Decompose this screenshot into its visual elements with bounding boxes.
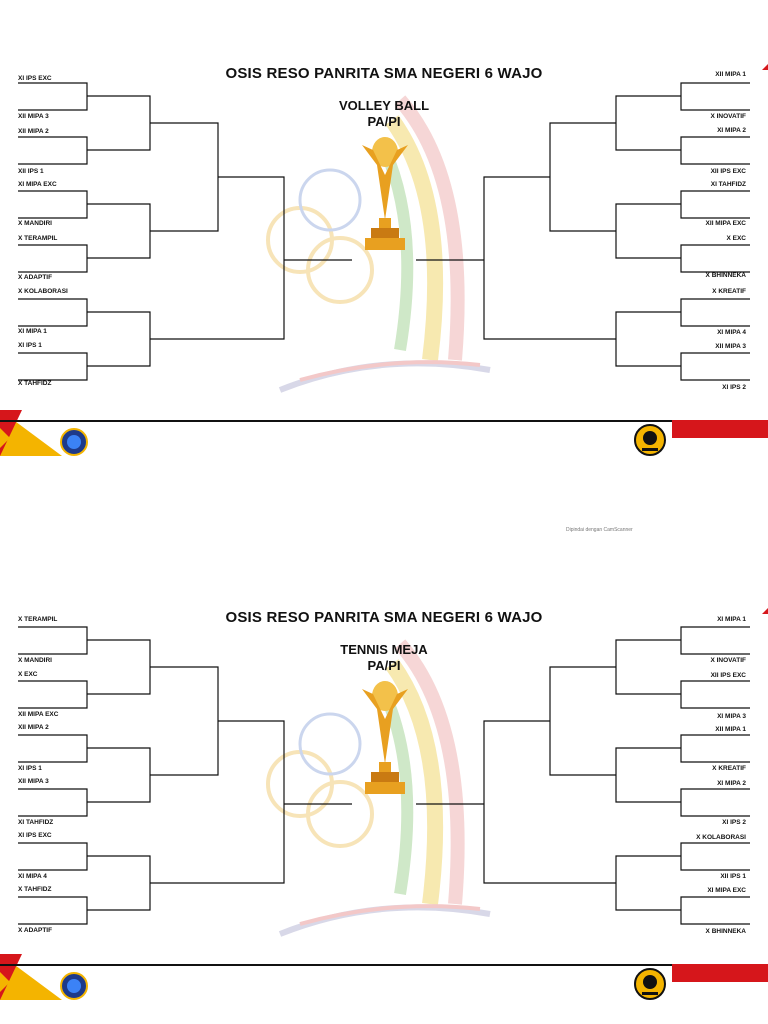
team-label: XI IPS EXC <box>18 832 52 840</box>
team-label: X TAHFIDZ <box>18 886 51 894</box>
team-label: XI MIPA EXC <box>18 181 57 189</box>
team-label: XI MIPA 1 <box>18 328 47 336</box>
team-label: X EXC <box>726 235 746 243</box>
footer-red-bar <box>672 964 768 982</box>
team-label: X KREATIF <box>712 288 746 296</box>
team-label: XI MIPA 3 <box>717 713 746 721</box>
bracket-lines <box>0 544 768 1024</box>
team-label: X MANDIRI <box>18 657 52 665</box>
team-label: XII MIPA 2 <box>18 724 49 732</box>
team-label: XI MIPA 4 <box>18 873 47 881</box>
footer-corner-red <box>0 954 30 1000</box>
team-label: X KOLABORASI <box>696 834 746 842</box>
footer-line <box>0 964 672 966</box>
team-label: XII MIPA 1 <box>715 71 746 79</box>
team-label: XII MIPA 3 <box>18 778 49 786</box>
team-label: XII IPS 1 <box>720 873 746 881</box>
osis-logo-icon <box>634 968 666 1000</box>
bracket-page-tennis: OSIS RESO PANRITA SMA NEGERI 6 WAJO TENN… <box>0 544 768 1024</box>
team-label: XI IPS 2 <box>722 384 746 392</box>
team-label: X MANDIRI <box>18 220 52 228</box>
school-logo-icon <box>60 428 88 456</box>
school-logo-icon <box>60 972 88 1000</box>
team-label: X INOVATIF <box>710 657 746 665</box>
team-label: XII MIPA 2 <box>18 128 49 136</box>
team-label: X BHINNEKA <box>706 928 746 936</box>
team-label: XI IPS 1 <box>18 342 42 350</box>
team-label: X EXC <box>18 671 38 679</box>
team-label: XII MIPA 3 <box>18 113 49 121</box>
team-label: X KOLABORASI <box>18 288 68 296</box>
team-label: XI MIPA 4 <box>717 329 746 337</box>
team-label: XI MIPA EXC <box>707 887 746 895</box>
team-label: XI IPS 1 <box>18 765 42 773</box>
team-label: XI MIPA 2 <box>717 127 746 135</box>
footer-corner-red <box>0 410 30 456</box>
team-label: XII IPS EXC <box>711 672 746 680</box>
team-label: XI MIPA 1 <box>717 616 746 624</box>
team-label: XII MIPA EXC <box>18 711 58 719</box>
team-label: XII MIPA EXC <box>706 220 746 228</box>
team-label: X KREATIF <box>712 765 746 773</box>
team-label: X ADAPTIF <box>18 927 52 935</box>
team-label: XI TAHFIDZ <box>18 819 53 827</box>
team-label: XI MIPA 2 <box>717 780 746 788</box>
footer-line <box>0 420 672 422</box>
team-label: X TERAMPIL <box>18 616 57 624</box>
team-label: XI IPS EXC <box>18 75 52 83</box>
team-label: XII IPS EXC <box>711 168 746 176</box>
scanner-note: Dipindai dengan CamScanner <box>566 527 633 533</box>
team-label: X ADAPTIF <box>18 274 52 282</box>
team-label: X TAHFIDZ <box>18 380 51 388</box>
team-label: X BHINNEKA <box>706 272 746 280</box>
footer-red-bar <box>672 420 768 438</box>
team-label: XII MIPA 3 <box>715 343 746 351</box>
team-label: XII MIPA 1 <box>715 726 746 734</box>
team-label: XI TAHFIDZ <box>711 181 746 189</box>
team-label: X TERAMPIL <box>18 235 57 243</box>
bracket-lines <box>0 0 768 480</box>
team-label: XI IPS 2 <box>722 819 746 827</box>
team-label: X INOVATIF <box>710 113 746 121</box>
osis-logo-icon <box>634 424 666 456</box>
bracket-page-volleyball: OSIS RESO PANRITA SMA NEGERI 6 WAJO VOLL… <box>0 0 768 480</box>
team-label: XII IPS 1 <box>18 168 44 176</box>
